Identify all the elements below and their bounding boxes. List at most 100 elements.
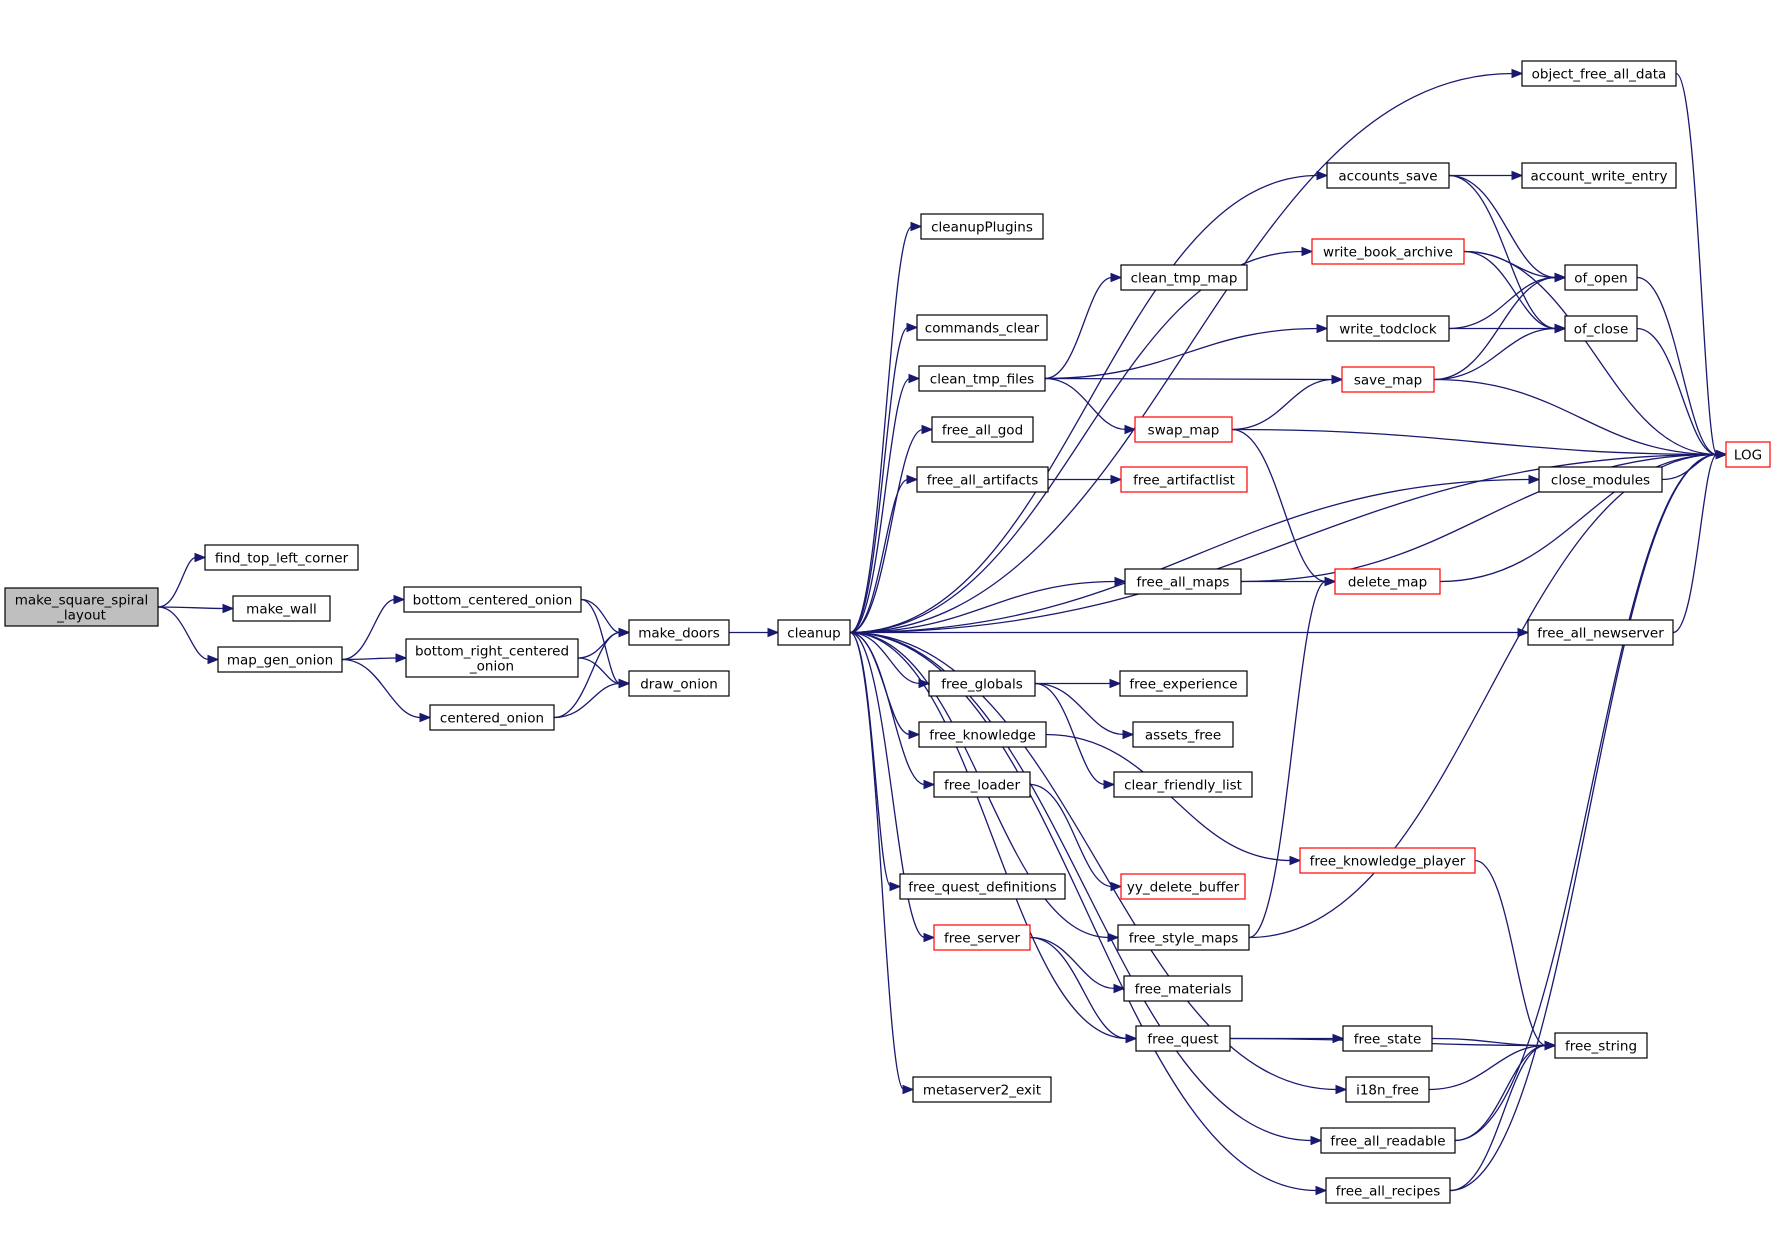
call-edge-free_style_maps-to-delete_map: [1248, 576, 1337, 939]
node-label: free_style_maps: [1129, 931, 1239, 947]
node-object-free-all-data[interactable]: object_free_all_data: [1521, 60, 1677, 87]
call-edge-save_map-to-of_open: [1433, 272, 1567, 381]
node-box: [928, 670, 1036, 697]
call-edge-cleanup-to-i18n_free: [849, 631, 1348, 1095]
node-clean-tmp-files[interactable]: clean_tmp_files: [918, 365, 1046, 392]
node-label: free_all_recipes: [1336, 1184, 1441, 1200]
node-free-quest-definitions[interactable]: free_quest_definitions: [899, 873, 1066, 900]
node-assets-free[interactable]: assets_free: [1132, 721, 1234, 748]
node-free-globals[interactable]: free_globals: [928, 670, 1036, 697]
node-free-all-maps[interactable]: free_all_maps: [1124, 568, 1242, 595]
node-label: free_all_god: [942, 423, 1023, 439]
node-box: [4, 587, 159, 627]
node-label: free_all_artifacts: [927, 473, 1039, 489]
node-label: free_all_maps: [1137, 575, 1230, 591]
arrowhead-icon: [1125, 1033, 1138, 1044]
call-edge-clean_tmp_files-to-write_todclock: [1044, 323, 1329, 380]
node-find-top-left-corner[interactable]: find_top_left_corner: [204, 544, 359, 571]
node-free-all-god[interactable]: free_all_god: [931, 416, 1034, 443]
node-box: [1564, 315, 1638, 342]
node-box: [931, 416, 1034, 443]
node-free-loader[interactable]: free_loader: [933, 771, 1031, 798]
node-centered-onion[interactable]: centered_onion: [429, 704, 555, 731]
node-make-wall[interactable]: make_wall: [232, 595, 331, 622]
node-of-close[interactable]: of_close: [1564, 315, 1638, 342]
node-free-state[interactable]: free_state: [1342, 1025, 1433, 1052]
node-cleanupPlugins[interactable]: cleanupPlugins: [920, 213, 1044, 240]
node-map-gen-onion[interactable]: map_gen_onion: [217, 646, 343, 673]
node-label: i18n_free: [1356, 1083, 1419, 1099]
call-edge-cleanup-to-free_all_maps: [849, 576, 1127, 634]
node-account-write-entry[interactable]: account_write_entry: [1521, 162, 1677, 189]
node-draw-onion[interactable]: draw_onion: [628, 670, 730, 697]
node-free-knowledge[interactable]: free_knowledge: [918, 721, 1047, 748]
node-make-doors[interactable]: make_doors: [628, 619, 730, 646]
call-edge-save_map-to-of_close: [1433, 323, 1567, 381]
node-bottom-centered-onion[interactable]: bottom_centered_onion: [403, 586, 582, 613]
node-of-open[interactable]: of_open: [1564, 264, 1638, 291]
node-LOG[interactable]: LOG: [1725, 441, 1771, 468]
node-free-all-artifacts[interactable]: free_all_artifacts: [916, 466, 1049, 493]
call-edge-free_globals-to-free_experience: [1035, 678, 1122, 689]
node-label: yy_delete_buffer: [1127, 880, 1240, 896]
node-label: free_all_newserver: [1537, 626, 1664, 642]
node-free-all-recipes[interactable]: free_all_recipes: [1325, 1177, 1451, 1204]
node-root[interactable]: make_square_spiral_layout: [4, 587, 159, 627]
arrowhead-icon: [1107, 932, 1120, 943]
node-free-artifactlist[interactable]: free_artifactlist: [1120, 466, 1248, 493]
node-free-all-readable[interactable]: free_all_readable: [1320, 1127, 1456, 1154]
node-label: free_quest: [1147, 1032, 1218, 1048]
node-clear-friendly-list[interactable]: clear_friendly_list: [1113, 771, 1253, 798]
node-free-knowledge-player[interactable]: free_knowledge_player: [1299, 847, 1476, 874]
node-yy-delete-buffer[interactable]: yy_delete_buffer: [1120, 873, 1246, 900]
node-cleanup[interactable]: cleanup: [777, 619, 851, 646]
node-box: [1341, 366, 1435, 393]
node-free-quest[interactable]: free_quest: [1135, 1025, 1231, 1052]
node-label: free_all_readable: [1330, 1134, 1445, 1150]
function-nodes: make_square_spiral_layout find_top_left_c…: [4, 60, 1771, 1204]
node-label: make_doors: [638, 626, 720, 642]
node-save-map[interactable]: save_map: [1341, 366, 1435, 393]
node-label: draw_onion: [640, 677, 718, 693]
node-metaserver2-exit[interactable]: metaserver2_exit: [912, 1076, 1052, 1103]
arrowhead-icon: [1554, 323, 1567, 334]
node-bottom-right-centered-onion[interactable]: bottom_right_centered_onion: [405, 638, 579, 678]
node-label: clean_tmp_files: [930, 372, 1034, 388]
arrowhead-icon: [1110, 474, 1123, 485]
node-free-materials[interactable]: free_materials: [1123, 975, 1243, 1002]
call-edge-accounts_save-to-of_close: [1448, 174, 1567, 334]
call-edge-clean_tmp_files-to-clean_tmp_map: [1044, 272, 1123, 380]
node-write-todclock[interactable]: write_todclock: [1326, 315, 1450, 342]
call-edge-map_gen_onion-to-bottom_centered_onion: [341, 594, 406, 661]
node-box: [1299, 847, 1476, 874]
node-free-experience[interactable]: free_experience: [1119, 670, 1248, 697]
node-box: [1117, 924, 1250, 951]
node-label: free_artifactlist: [1133, 473, 1235, 489]
arrowhead-icon: [1301, 246, 1314, 257]
node-box: [1326, 315, 1450, 342]
node-free-style-maps[interactable]: free_style_maps: [1117, 924, 1250, 951]
node-accounts-save[interactable]: accounts_save: [1326, 162, 1450, 189]
node-swap-map[interactable]: swap_map: [1134, 416, 1233, 443]
node-box: [1334, 568, 1441, 595]
node-label: bottom_centered_onion: [413, 593, 573, 609]
node-label: free_globals: [941, 677, 1023, 693]
node-close-modules[interactable]: close_modules: [1538, 466, 1663, 493]
call-edge-cleanup-to-free_all_recipes: [849, 631, 1328, 1196]
node-clean-tmp-map[interactable]: clean_tmp_map: [1120, 264, 1248, 291]
node-free-all-newserver[interactable]: free_all_newserver: [1527, 619, 1674, 646]
node-i18n-free[interactable]: i18n_free: [1345, 1076, 1430, 1103]
node-free-server[interactable]: free_server: [933, 924, 1031, 951]
call-edge-cleanup-to-free_all_readable: [849, 631, 1323, 1146]
arrowhead-icon: [921, 424, 934, 435]
node-delete-map[interactable]: delete_map: [1334, 568, 1441, 595]
node-free-string[interactable]: free_string: [1554, 1032, 1648, 1059]
arrowhead-icon: [1113, 983, 1126, 994]
node-commands-clear[interactable]: commands_clear: [916, 314, 1048, 341]
arrowhead-icon: [1103, 779, 1116, 790]
node-label: find_top_left_corner: [215, 551, 349, 567]
arrowhead-icon: [908, 729, 921, 740]
arrowhead-icon: [1124, 424, 1137, 435]
node-box: [429, 704, 555, 731]
node-write-book-archive[interactable]: write_book_archive: [1311, 238, 1465, 265]
